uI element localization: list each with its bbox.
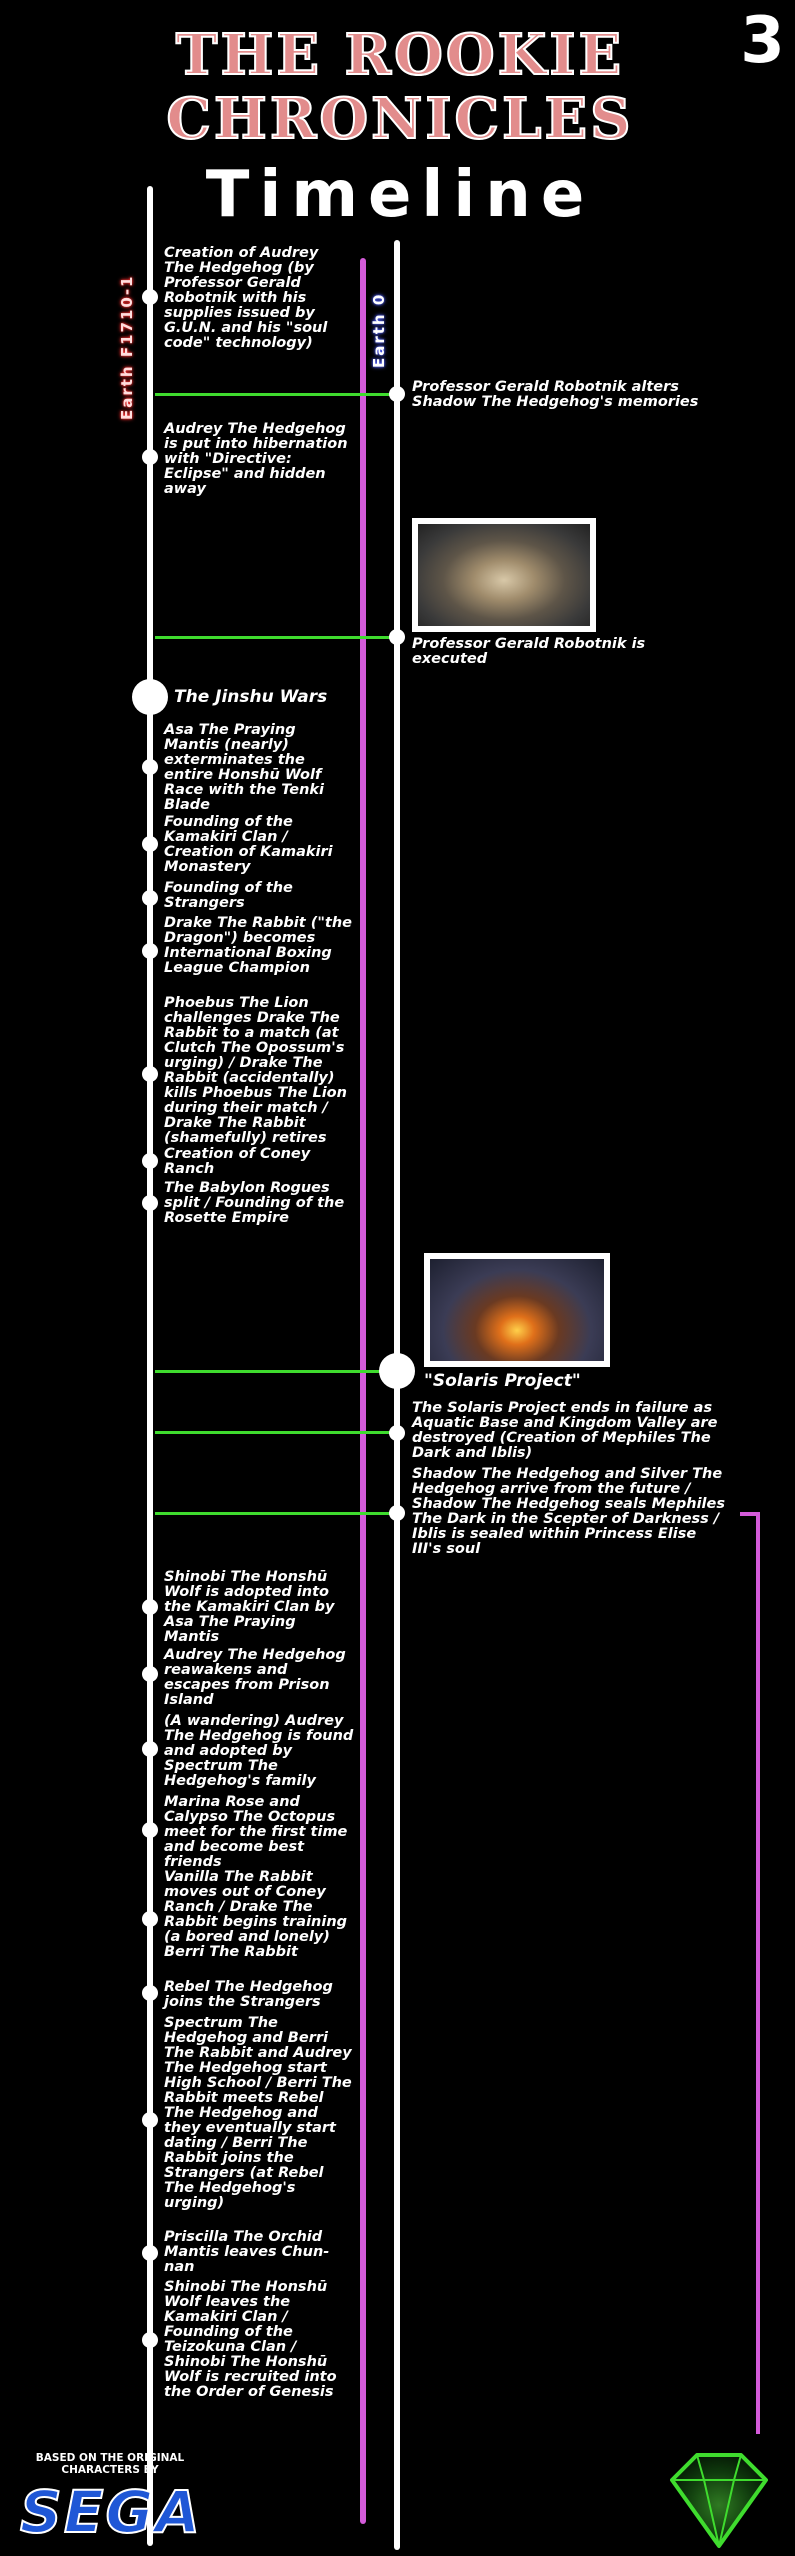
left-event: Shinobi The Honshū Wolf leaves the Kamak… — [164, 2279, 337, 2400]
left-event: The Babylon Rogues split / Founding of t… — [164, 1180, 345, 1226]
left-event: Drake The Rabbit ("the Dragon") becomes … — [164, 915, 353, 976]
event-marker — [142, 890, 158, 906]
right-event: Shadow The Hedgehog and Silver The Hedge… — [412, 1466, 725, 1557]
left-event: Spectrum The Hedgehog and Berri The Rabb… — [164, 2015, 352, 2211]
right-event: Professor Gerald Robotnik is executed — [412, 636, 646, 667]
left-timeline-axis — [147, 186, 153, 2546]
photo-content — [430, 1259, 604, 1361]
left-event: Creation of Coney Ranch — [164, 1146, 311, 1177]
event-marker — [142, 2112, 158, 2128]
event-marker — [142, 1911, 158, 1927]
event-marker — [142, 1985, 158, 2001]
earth-f1710-1-label: Earth F1710-1 — [118, 274, 136, 421]
left-event: Audrey The Hedgehog is put into hibernat… — [164, 421, 348, 497]
event-marker — [142, 1822, 158, 1838]
right-event: Professor Gerald Robotnik alters Shadow … — [412, 379, 699, 410]
event-marker — [389, 1425, 405, 1441]
right-era-heading: "Solaris Project" — [424, 1371, 581, 1391]
event-marker — [142, 1153, 158, 1169]
gerald-robotnik-image — [412, 518, 596, 632]
event-marker — [142, 759, 158, 775]
event-marker — [142, 2245, 158, 2261]
chaos-emerald-icon — [670, 2453, 768, 2548]
left-event: Audrey The Hedgehog reawakens and escape… — [164, 1647, 346, 1708]
photo-content — [418, 524, 590, 626]
magenta-bracket — [740, 1512, 760, 2434]
logo-line-2: CHRONICLES — [165, 85, 634, 153]
timeline-connector — [155, 1431, 395, 1434]
timeline-connector — [155, 1512, 395, 1515]
event-marker — [142, 1195, 158, 1211]
left-event: Marina Rose and Calypso The Octopus meet… — [164, 1794, 348, 1870]
left-event: Phoebus The Lion challenges Drake The Ra… — [164, 995, 347, 1146]
issue-number: 3 — [740, 4, 785, 78]
magenta-timeline-line — [360, 258, 366, 2524]
event-marker — [142, 836, 158, 852]
timeline-connector — [155, 636, 395, 639]
event-marker — [142, 1666, 158, 1682]
event-marker — [142, 289, 158, 305]
page-title: Timeline — [205, 158, 595, 232]
logo-line-1: THE ROOKIE — [175, 21, 625, 89]
sega-logo: SEGA — [19, 2477, 202, 2547]
timeline-connector — [155, 393, 395, 396]
left-event: Priscilla The Orchid Mantis leaves Chun-… — [164, 2229, 330, 2275]
left-event: Vanilla The Rabbit moves out of Coney Ra… — [164, 1869, 348, 1960]
event-marker — [142, 2332, 158, 2348]
series-logo: THE ROOKIE CHRONICLES — [140, 18, 660, 153]
left-event: Founding of the Strangers — [164, 880, 293, 911]
left-event: Asa The Praying Mantis (nearly) extermin… — [164, 722, 325, 813]
right-event: The Solaris Project ends in failure as A… — [412, 1400, 718, 1461]
event-marker — [389, 1505, 405, 1521]
event-marker — [142, 1066, 158, 1082]
credit-line-2: CHARACTERS BY — [61, 2464, 159, 2476]
era-marker — [132, 679, 168, 715]
left-era-heading: The Jinshu Wars — [174, 687, 328, 707]
event-marker — [142, 1741, 158, 1757]
earth-0-label: Earth 0 — [370, 292, 388, 368]
left-event: Founding of the Kamakiri Clan / Creation… — [164, 814, 333, 875]
event-marker — [142, 1599, 158, 1615]
left-event: Shinobi The Honshū Wolf is adopted into … — [164, 1569, 335, 1645]
left-event: Rebel The Hedgehog joins the Strangers — [164, 1979, 333, 2010]
event-marker — [389, 629, 405, 645]
credit-text: BASED ON THE ORIGINAL CHARACTERS BY — [10, 2452, 210, 2476]
event-marker — [142, 449, 158, 465]
era-marker — [379, 1353, 415, 1389]
credit-line-1: BASED ON THE ORIGINAL — [35, 2452, 185, 2464]
timeline-connector — [155, 1370, 395, 1373]
solaris-project-image — [424, 1253, 610, 1367]
left-event: Creation of Audrey The Hedgehog (by Prof… — [164, 245, 328, 351]
event-marker — [142, 943, 158, 959]
right-timeline-axis — [394, 240, 400, 2550]
left-event: (A wandering) Audrey The Hedgehog is fou… — [164, 1713, 354, 1789]
event-marker — [389, 386, 405, 402]
